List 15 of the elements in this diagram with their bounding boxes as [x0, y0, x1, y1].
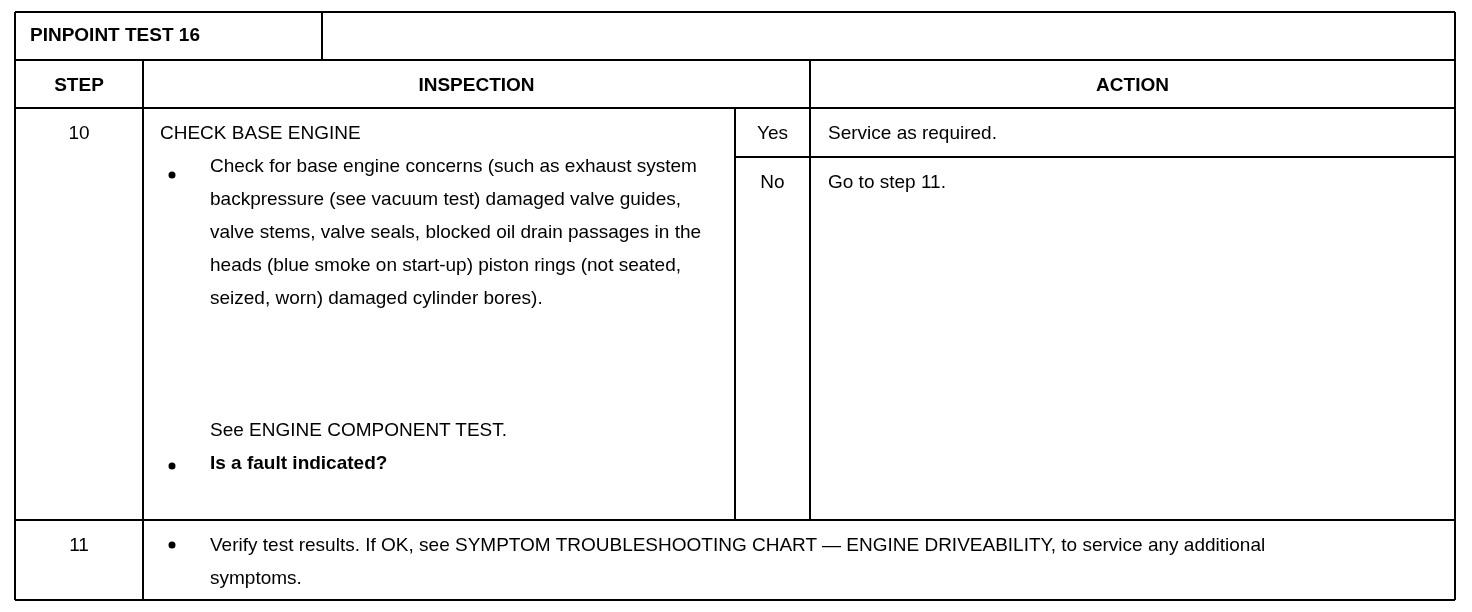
answer-label: Yes: [756, 121, 789, 145]
column-header: INSPECTION: [417, 73, 536, 97]
instruction-text: Verify test results. If OK, see SYMPTOM TROUBLESHOOTING CHART — ENGINE DRIVEABILITY, to service any additional symptoms.: [210, 533, 1267, 590]
column-header: ACTION: [1095, 73, 1170, 97]
step-number: 11: [68, 533, 90, 557]
reference-note: See ENGINE COMPONENT TEST.: [210, 418, 508, 442]
action-text: Go to step 11.: [828, 170, 946, 194]
answer-label: No: [759, 170, 786, 194]
action-text: Service as required.: [828, 121, 997, 145]
instruction-text: Check for base engine concerns (such as exhaust system backpressure (see vacuum test) damaged valve guides, valve stems, valve seals, blocked oil drain passages in the heads (blue smoke on start-up) piston rings (not seated, seized, worn) damaged cylinder bores).: [210, 154, 703, 310]
question-text: Is a fault indicated?: [210, 451, 388, 475]
step-heading: CHECK BASE ENGINE: [160, 121, 361, 145]
step-number: 10: [67, 121, 91, 145]
table-title: PINPOINT TEST 16: [30, 23, 200, 47]
column-header: STEP: [53, 73, 105, 97]
